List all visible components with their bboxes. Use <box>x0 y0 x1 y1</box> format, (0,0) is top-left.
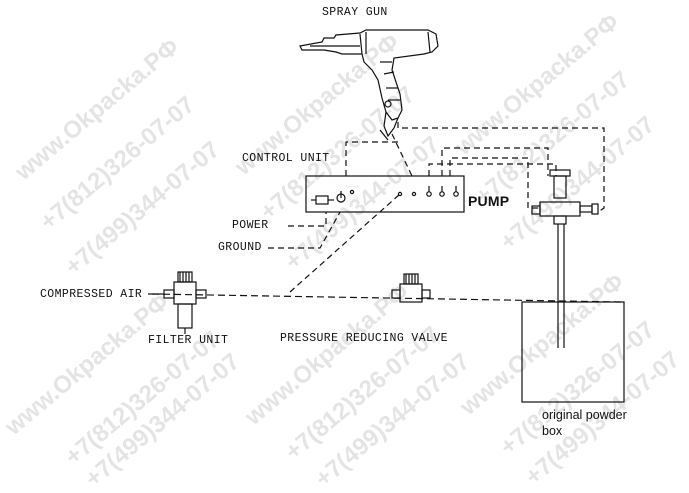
label-compressed-air: COMPRESSED AIR <box>40 288 143 301</box>
label-spray-gun: SPRAY GUN <box>322 6 388 19</box>
label-pressure-reducing-valve: PRESSURE REDUCING VALVE <box>280 332 448 345</box>
powder-box <box>521 301 625 403</box>
control-unit-box <box>305 175 465 213</box>
compressed-air-line <box>151 293 623 303</box>
filter-unit-icon <box>163 271 207 334</box>
label-filter-unit: FILTER UNIT <box>148 334 229 347</box>
label-powder-box: original powder <box>542 408 627 422</box>
control-unit-front-icons <box>311 186 459 205</box>
schematic-drawing <box>148 29 625 403</box>
gun-connection-lines <box>268 122 605 293</box>
pressure-valve-icon <box>391 273 431 303</box>
label-control-unit: CONTROL UNIT <box>242 152 330 165</box>
spray-gun-icon <box>299 29 439 141</box>
label-power: POWER <box>232 219 269 232</box>
diagram-canvas: www.Okpacka.PФ +7(812)326-07-07 +7(499)3… <box>0 6 685 493</box>
label-pump: PUMP <box>468 193 510 209</box>
label-ground: GROUND <box>218 241 262 254</box>
pump-injector-icon <box>531 169 599 348</box>
label-powder-box-line2: box <box>542 424 563 438</box>
